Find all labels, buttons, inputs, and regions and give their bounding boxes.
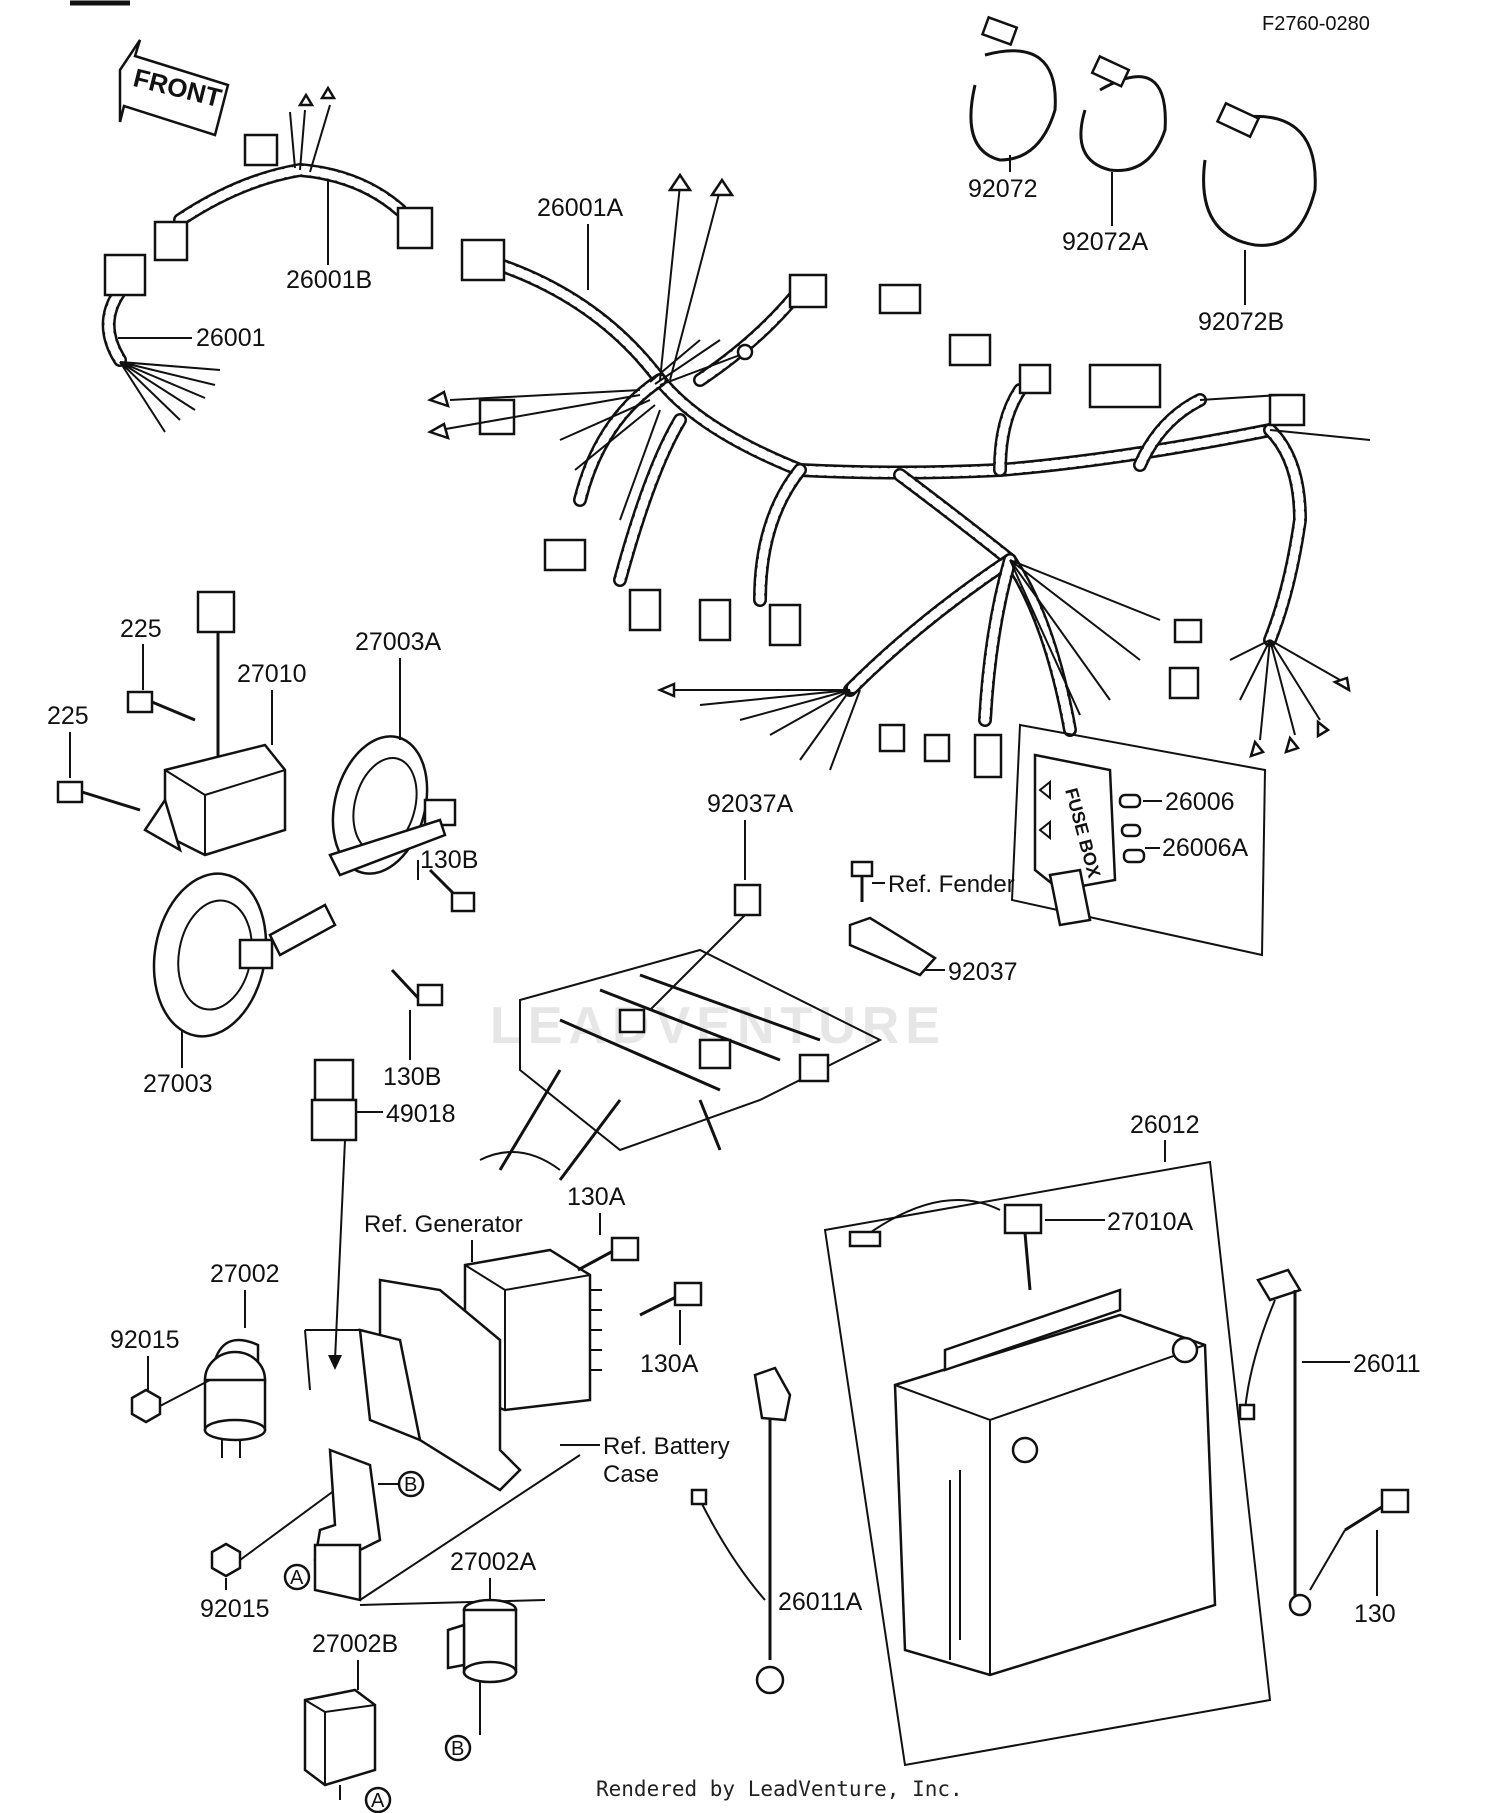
front-arrow: FRONT [118, 39, 230, 137]
label-26011: 26011 [1353, 1350, 1421, 1378]
label-26011a: 26011A [778, 1588, 863, 1616]
band-92072b [1202, 101, 1317, 247]
horn-27003 [152, 872, 337, 1038]
label-27003: 27003 [143, 1070, 213, 1098]
part-27002 [203, 1338, 267, 1458]
label-26012: 26012 [1130, 1111, 1200, 1139]
bracket-group [304, 1329, 581, 1606]
label-130a-lower: 130A [640, 1350, 699, 1378]
label-ref-fender: Ref. Fender [888, 871, 1015, 898]
label-27002b: 27002B [312, 1630, 398, 1658]
label-92015-upper: 92015 [110, 1326, 180, 1354]
part-27002a [446, 1598, 518, 1735]
label-225-lower: 225 [47, 702, 89, 730]
label-92072b: 92072B [1198, 308, 1284, 336]
cable-26011 [1238, 1268, 1312, 1617]
figure-code: F2760-0280 [1262, 13, 1370, 35]
label-ref-battery-case: Case [603, 1461, 659, 1488]
bolt-130 [1309, 1488, 1410, 1591]
label-27003a: 27003A [355, 628, 442, 656]
sensor-27010a [848, 1199, 1043, 1291]
label-130: 130 [1354, 1600, 1396, 1628]
marker-b-upper: B [404, 1474, 417, 1496]
footer-credit: Rendered by LeadVenture, Inc. [596, 1777, 963, 1801]
part-27010 [143, 590, 287, 857]
label-26006a: 26006A [1162, 834, 1249, 862]
label-130b-upper: 130B [420, 846, 478, 874]
battery-group-26012 [823, 1160, 1272, 1767]
sub-harness-26001b [153, 85, 434, 262]
label-26006: 26006 [1165, 788, 1235, 816]
label-225-upper: 225 [120, 615, 162, 643]
band-92072 [969, 15, 1057, 162]
marker-b-lower: B [451, 1738, 464, 1760]
bolt-225-lower [56, 780, 141, 812]
marker-a-upper: A [290, 1567, 304, 1589]
bolt-130a-upper [577, 1236, 640, 1272]
bracket-generator [358, 1278, 522, 1492]
label-130b-lower: 130B [383, 1063, 441, 1091]
label-92037a: 92037A [707, 790, 794, 818]
relay-49018 [310, 1058, 358, 1370]
clip-92037a [649, 883, 762, 1011]
horn-27003a [328, 735, 457, 877]
main-harness-26001a [426, 172, 1371, 779]
bolt-130a-lower [639, 1281, 703, 1317]
label-27010: 27010 [237, 660, 307, 688]
screw-ref-fender [850, 860, 874, 902]
label-130a-upper: 130A [567, 1183, 626, 1211]
label-ref-generator: Ref. Generator [364, 1211, 523, 1238]
nut-92015-lower [210, 1489, 336, 1578]
label-92037: 92037 [948, 958, 1018, 986]
label-92072a: 92072A [1062, 228, 1149, 256]
sub-harness-26001 [101, 253, 221, 433]
fuse-box-group: FUSE BOX [1010, 723, 1267, 957]
marker-a-lower: A [371, 1790, 385, 1812]
label-26001: 26001 [196, 324, 266, 352]
bracket-92037 [848, 916, 937, 977]
cable-26011a [690, 1366, 792, 1695]
band-92072a [1079, 54, 1167, 172]
bolt-225-upper [126, 690, 196, 722]
label-26001a: 26001A [537, 194, 624, 222]
label-ref-battery: Ref. Battery [603, 1433, 730, 1460]
bolt-130b-lower [390, 968, 444, 1007]
label-92015-lower: 92015 [200, 1595, 270, 1623]
nut-92015-upper [130, 1379, 211, 1424]
label-27002: 27002 [210, 1260, 280, 1288]
part-27002b [303, 1688, 377, 1800]
label-49018: 49018 [386, 1100, 456, 1128]
label-26001b: 26001B [286, 266, 372, 294]
label-92072: 92072 [968, 175, 1038, 203]
frame-reference [479, 948, 883, 1181]
label-27002a: 27002A [450, 1548, 537, 1576]
label-27010a: 27010A [1107, 1208, 1194, 1236]
bolt-130b-upper [428, 868, 476, 913]
